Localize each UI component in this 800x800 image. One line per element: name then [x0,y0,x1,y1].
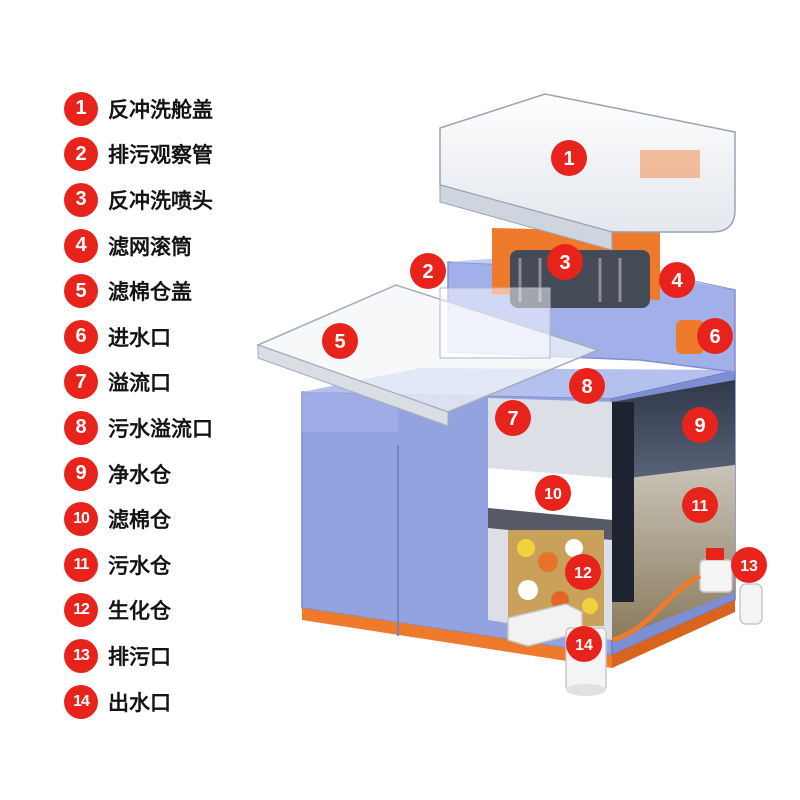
legend-label: 污水溢流口 [108,416,213,441]
number-badge: 8 [64,410,98,445]
cutaway-interior [488,380,735,640]
marker-8: 8 [569,368,605,404]
number-badge: 5 [64,274,98,309]
legend-label: 溢流口 [108,371,171,396]
legend-item-12: 12 生化仓 [64,588,274,634]
marker-label: 3 [559,252,570,274]
legend-item-9: 9 净水仓 [64,451,274,497]
marker-1: 1 [551,140,587,176]
legend-label: 滤棉仓 [108,508,171,533]
legend-label: 滤棉仓盖 [108,280,192,305]
legend-label: 净水仓 [108,462,171,487]
marker-2: 2 [410,253,446,289]
legend-label: 进水口 [108,325,171,350]
legend-label: 反冲洗喷头 [108,188,213,213]
number-badge: 4 [64,228,98,263]
number-badge: 6 [64,319,98,354]
marker-label: 14 [575,637,593,654]
number-badge: 12 [64,593,98,628]
number-badge: 14 [64,684,98,719]
legend-label: 滤网滚筒 [108,234,192,259]
marker-label: 7 [507,408,518,430]
marker-5: 5 [322,323,358,359]
filter-cotton-lid [255,284,601,427]
marker-label: 4 [671,270,683,292]
legend-label: 出水口 [108,690,171,715]
marker-label: 13 [740,558,758,575]
legend-item-5: 5 滤棉仓盖 [64,268,274,314]
legend-item-1: 1 反冲洗舱盖 [64,86,274,132]
legend-item-4: 4 滤网滚筒 [64,223,274,269]
marker-9: 9 [682,407,718,443]
number-badge: 1 [64,91,98,126]
legend-item-14: 14 出水口 [64,679,274,725]
legend-item-2: 2 排污观察管 [64,132,274,178]
drain-pipe [611,548,763,643]
marker-13: 13 [731,547,767,583]
legend-label: 污水仓 [108,553,171,578]
marker-3: 3 [547,244,583,280]
marker-label: 6 [709,326,720,348]
marker-14: 14 [566,626,602,662]
legend-item-7: 7 溢流口 [64,360,274,406]
marker-label: 12 [574,565,592,582]
legend-item-8: 8 污水溢流口 [64,405,274,451]
number-badge: 3 [64,182,98,217]
legend-item-6: 6 进水口 [64,314,274,360]
legend-label: 生化仓 [108,599,171,624]
number-badge: 10 [64,502,98,537]
number-badge: 7 [64,365,98,400]
marker-label: 5 [334,331,345,353]
marker-label: 10 [544,486,562,503]
legend-label: 排污口 [108,644,171,669]
marker-7: 7 [495,400,531,436]
backwash-lid [439,93,736,251]
legend-item-11: 11 污水仓 [64,542,274,588]
legend-item-13: 13 排污口 [64,633,274,679]
number-badge: 2 [64,137,98,172]
marker-12: 12 [565,554,601,590]
number-badge: 13 [64,638,98,673]
marker-11: 11 [682,487,718,523]
marker-6: 6 [697,318,733,354]
number-badge: 11 [64,547,98,582]
marker-label: 2 [422,261,433,283]
marker-4: 4 [659,262,695,298]
clean-water [612,380,735,480]
marker-10: 10 [535,475,571,511]
marker-label: 9 [694,415,705,437]
legend-item-10: 10 滤棉仓 [64,496,274,542]
legend-item-3: 3 反冲洗喷头 [64,177,274,223]
marker-label: 1 [563,148,574,170]
marker-label: 11 [692,498,709,515]
legend-label: 排污观察管 [108,143,213,168]
legend-label: 反冲洗舱盖 [108,97,213,122]
number-badge: 9 [64,456,98,491]
marker-label: 8 [581,376,592,398]
